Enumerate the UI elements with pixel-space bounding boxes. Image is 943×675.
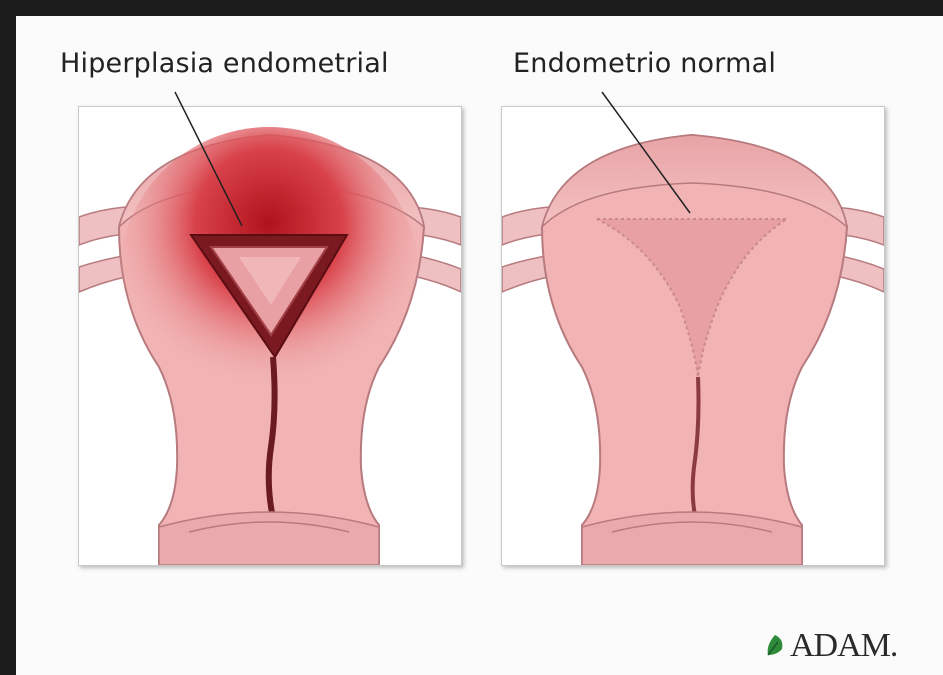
adam-logo: ADAM. — [762, 627, 897, 665]
logo-text: ADAM. — [790, 627, 897, 665]
label-normal: Endometrio normal — [513, 48, 776, 79]
panel-hyperplasia — [78, 106, 462, 566]
leaf-icon — [762, 633, 788, 659]
uterus-hyperplasia-illustration — [79, 107, 461, 565]
label-hyperplasia: Hiperplasia endometrial — [60, 48, 389, 79]
panel-normal — [501, 106, 885, 566]
uterus-normal-illustration — [502, 107, 884, 565]
